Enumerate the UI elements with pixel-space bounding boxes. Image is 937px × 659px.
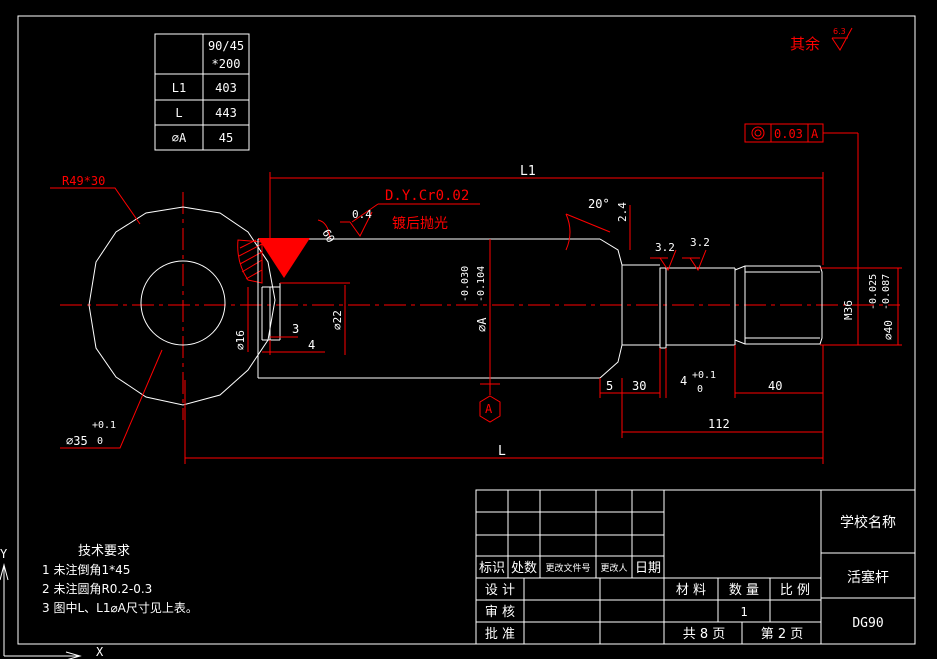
dim-tol-40-lower: -0.087	[881, 274, 892, 310]
dim-table-header-1: 90/45	[208, 39, 244, 53]
dim-rough-32b: 3.2	[690, 236, 710, 249]
dim-tol-35-lower: 0	[97, 436, 103, 447]
dim-tol-4-lower: 0	[697, 384, 703, 395]
title-sheet-no: 第 2 页	[761, 627, 804, 642]
dim-table-label-l: L	[175, 106, 182, 120]
dim-dia-40: ⌀40	[882, 320, 895, 340]
rev-header-5: 日期	[635, 561, 661, 576]
dim-table-label-l1: L1	[172, 81, 186, 95]
title-total-sheets: 共 8 页	[683, 627, 726, 642]
tolerance-value: 0.03	[774, 127, 803, 141]
title-approve: 批 准	[485, 627, 515, 642]
title-review: 审 核	[485, 605, 515, 620]
datum-label: A	[485, 402, 493, 416]
dim-5: 5	[606, 379, 613, 393]
title-part-name: 活塞杆	[847, 569, 889, 586]
dim-112: 112	[708, 417, 730, 431]
rev-header-4: 更改人	[600, 562, 627, 574]
dim-40: 40	[768, 379, 782, 393]
rod-eye	[88, 206, 276, 406]
dim-angle-20: 20°	[588, 197, 610, 211]
dim-table-value-l: 443	[215, 106, 237, 120]
drawing-frame	[17, 15, 916, 645]
dim-tol-40-upper: -0.025	[868, 274, 879, 310]
dim-tol-4-upper: +0.1	[692, 370, 716, 381]
dim-tol-a-lower: -0.104	[476, 266, 487, 302]
weld-triangle-icon	[258, 238, 310, 278]
dim-4b: 4	[680, 374, 687, 388]
tech-req-title: 技术要求	[78, 544, 130, 559]
dim-table-value-a: 45	[219, 131, 233, 145]
dim-4: 4	[308, 338, 315, 352]
tolerance-datum: A	[811, 127, 819, 141]
dim-dia-a: ⌀A	[475, 317, 489, 332]
tolerance-frame	[744, 123, 859, 268]
dimension-table	[154, 33, 250, 151]
dim-r-eye: R49*30	[62, 174, 105, 188]
rev-header-1: 标识	[479, 561, 505, 576]
rod-outline	[257, 238, 823, 379]
ucs-x-label: X	[96, 645, 104, 659]
title-school: 学校名称	[840, 514, 896, 531]
tech-req-item-1: 1 未注倒角1*45	[42, 562, 130, 577]
dim-plating: D.Y.Cr0.02	[385, 188, 469, 204]
dim-tol-35-upper: +0.1	[92, 420, 116, 431]
title-material: 材 料	[676, 583, 706, 598]
ucs-y-label: Y	[0, 547, 8, 561]
title-quantity-value: 1	[740, 605, 747, 619]
roughness-note-label: 其余	[790, 35, 820, 53]
roughness-symbol-icon	[831, 27, 853, 51]
datum-symbol-icon	[479, 383, 501, 423]
dim-table-header-2: *200	[212, 57, 241, 71]
dim-rough-32a: 3.2	[655, 241, 675, 254]
dim-rough-04: 0.4	[352, 208, 372, 221]
dim-30: 30	[632, 379, 646, 393]
title-block	[475, 489, 916, 645]
dim-m36: M36	[842, 300, 855, 320]
dim-table-value-l1: 403	[215, 81, 237, 95]
dim-l1: L1	[520, 164, 536, 179]
dim-angle-60: 60	[319, 227, 337, 245]
dimension-lines	[50, 172, 902, 464]
title-design: 设 计	[485, 583, 515, 598]
dim-2-4: 2.4	[616, 202, 629, 222]
dim-dia-22: ⌀22	[331, 310, 344, 330]
dim-table-label-a: ⌀A	[172, 131, 187, 145]
dim-plating-note: 镀后抛光	[392, 215, 448, 232]
title-scale: 比 例	[780, 583, 810, 598]
title-drawing-no: DG90	[852, 616, 883, 631]
rev-header-2: 处数	[511, 561, 537, 576]
tech-req-item-3: 3 图中L、L1⌀A尺寸见上表。	[42, 600, 198, 615]
dim-dia-16: ⌀16	[234, 330, 247, 350]
dim-3: 3	[292, 322, 299, 336]
dim-l: L	[498, 444, 506, 459]
title-quantity: 数 量	[729, 583, 759, 598]
roughness-note-value: 6.3	[833, 27, 846, 36]
tech-req-item-2: 2 未注圆角R0.2-0.3	[42, 581, 152, 596]
dim-tol-a-upper: -0.030	[460, 266, 471, 302]
dim-dia-35: ⌀35	[66, 434, 88, 448]
rev-header-3: 更改文件号	[545, 562, 590, 574]
